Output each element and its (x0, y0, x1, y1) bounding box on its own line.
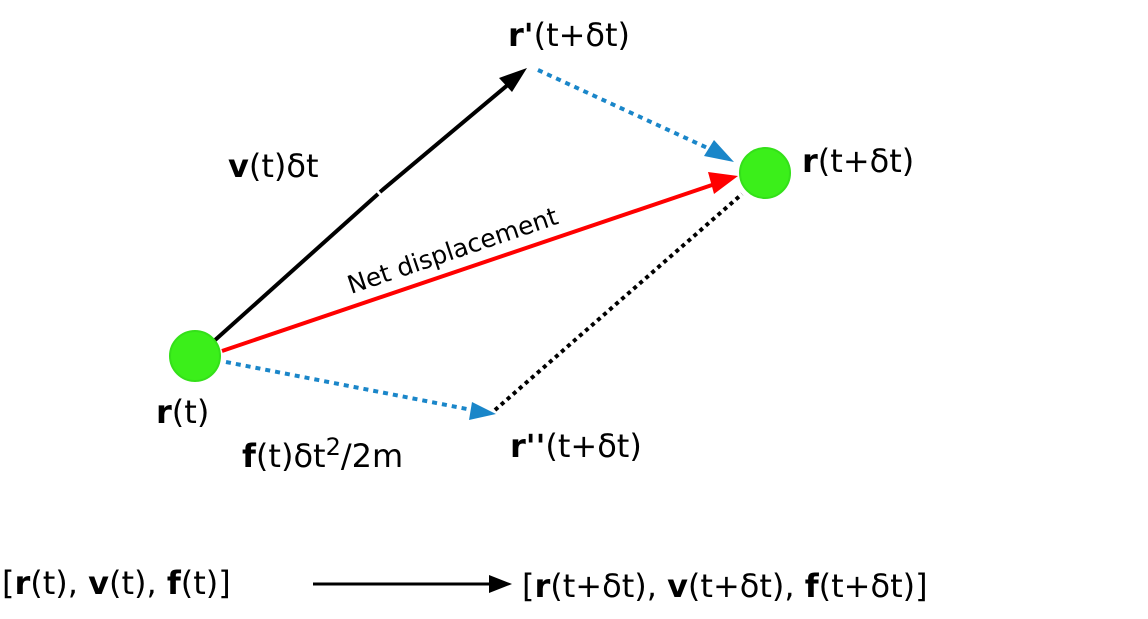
label-r-now: r(t) (156, 393, 209, 431)
force-arrow-top (537, 68, 734, 162)
label-r-next: r(t+δt) (802, 142, 914, 180)
velocity-arrow-dotted (493, 192, 744, 412)
arrowhead-icon (489, 575, 512, 593)
node-r-t-plus-dt (739, 147, 791, 199)
arrowhead-icon (469, 402, 496, 420)
equation-lhs: [r(t), v(t), f(t)] (2, 564, 231, 602)
label-r-prime: r'(t+δt) (508, 16, 630, 54)
net-displacement-arrow (221, 172, 738, 353)
node-r-t (169, 330, 221, 382)
velocity-arrow (212, 68, 527, 343)
equation-rhs: [r(t+δt), v(t+δt), f(t+δt)] (522, 567, 928, 605)
arrowhead-icon (499, 68, 527, 92)
label-v-term: v(t)δt (228, 147, 319, 185)
arrowhead-icon (708, 172, 738, 194)
label-f-term: f(t)δt2/2m (242, 433, 403, 475)
arrowhead-icon (704, 140, 734, 162)
label-r-dprime: r''(t+δt) (510, 427, 642, 465)
transition-arrow (313, 575, 512, 593)
force-arrow-bottom (225, 360, 496, 420)
label-net-displacement: Net displacement (344, 202, 562, 300)
